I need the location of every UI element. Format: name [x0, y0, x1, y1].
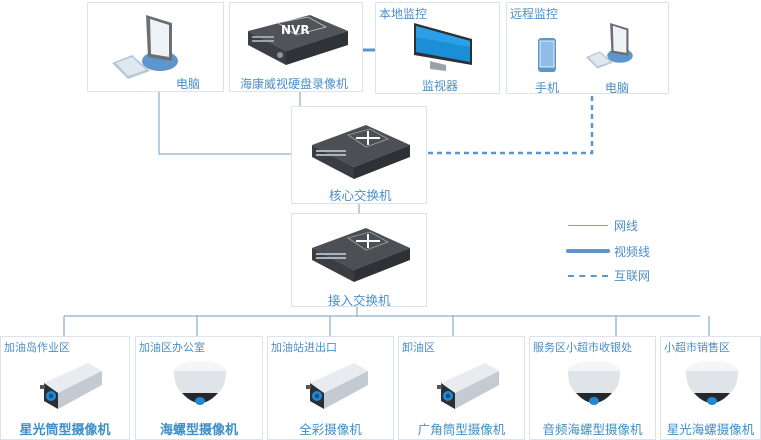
- pc-node[interactable]: 电脑: [87, 2, 224, 92]
- bullet-camera-icon: [26, 357, 106, 417]
- camera-node[interactable]: 加油岛作业区星光筒型摄像机: [0, 336, 130, 440]
- dome-camera-icon: [168, 357, 232, 417]
- camera-area-label: 服务区小超市收银处: [533, 341, 632, 354]
- remote-monitor-title: 远程监控: [510, 7, 559, 21]
- bullet-camera-icon: [423, 357, 503, 417]
- legend-label: 视频线: [614, 245, 651, 259]
- camera-area-label: 加油区办公室: [139, 341, 205, 354]
- nvr-node[interactable]: NVR 海康威视硬盘录像机: [229, 2, 363, 92]
- core-switch-label: 核心交换机: [329, 188, 392, 203]
- monitor-label: 监视器: [422, 79, 459, 93]
- desktop-computer-icon: [112, 15, 178, 79]
- dome-camera-icon: [562, 357, 626, 417]
- camera-model-label: 广角筒型摄像机: [417, 422, 506, 437]
- camera-node[interactable]: 加油站进出口全彩摄像机: [267, 336, 394, 440]
- internet-line-core-remote: [428, 96, 594, 155]
- local-monitor-title: 本地监控: [379, 7, 428, 21]
- camera-node[interactable]: 加油区办公室海螺型摄像机: [135, 336, 263, 440]
- camera-node[interactable]: 服务区小超市收银处音频海螺型摄像机: [529, 336, 656, 440]
- nvr-recorder-icon: [248, 15, 348, 65]
- network-line-pc-core: [158, 92, 292, 155]
- camera-area-label: 小超市销售区: [664, 341, 730, 354]
- pc-label: 电脑: [176, 77, 201, 91]
- nvr-device-text: NVR: [281, 23, 310, 37]
- nvr-label: 海康威视硬盘录像机: [240, 77, 349, 91]
- camera-model-label: 音频海螺型摄像机: [542, 422, 643, 437]
- core-switch-node[interactable]: 核心交换机: [291, 106, 427, 204]
- desktop-computer-icon: [585, 22, 633, 69]
- legend-item-video: 视频线: [566, 241, 686, 261]
- legend-item-network: 网线: [566, 215, 686, 235]
- thin-line-swatch: [568, 225, 608, 226]
- camera-area-label: 卸油区: [402, 341, 435, 354]
- network-switch-icon: [312, 228, 410, 282]
- dashed-line-swatch: [568, 275, 608, 277]
- access-switch-label: 接入交换机: [328, 293, 391, 308]
- network-switch-icon: [312, 125, 410, 179]
- camera-model-label: 星光海螺摄像机: [666, 422, 755, 437]
- camera-model-label: 星光筒型摄像机: [19, 423, 111, 438]
- legend-label: 网线: [614, 219, 639, 233]
- legend-label: 互联网: [614, 269, 651, 283]
- remote-monitor-group[interactable]: 远程监控 手机 电脑: [506, 2, 669, 95]
- camera-node[interactable]: 卸油区广角筒型摄像机: [398, 336, 525, 440]
- phone-icon: [538, 38, 556, 72]
- legend: 网线 视频线 互联网: [566, 215, 686, 290]
- local-monitor-group[interactable]: 本地监控 监视器: [375, 2, 500, 94]
- dome-camera-icon: [680, 357, 744, 417]
- monitor-icon: [414, 23, 472, 71]
- remote-pc-label: 电脑: [605, 81, 630, 95]
- access-switch-node[interactable]: 接入交换机: [291, 213, 427, 308]
- bullet-camera-icon: [292, 357, 372, 417]
- remote-phone-label: 手机: [535, 81, 560, 95]
- thick-line-swatch: [566, 249, 610, 253]
- legend-item-internet: 互联网: [566, 265, 686, 285]
- camera-node[interactable]: 小超市销售区星光海螺摄像机: [660, 336, 761, 440]
- camera-area-label: 加油站进出口: [271, 341, 337, 354]
- camera-model-label: 海螺型摄像机: [159, 423, 238, 438]
- camera-area-label: 加油岛作业区: [4, 341, 70, 354]
- camera-model-label: 全彩摄像机: [299, 422, 362, 437]
